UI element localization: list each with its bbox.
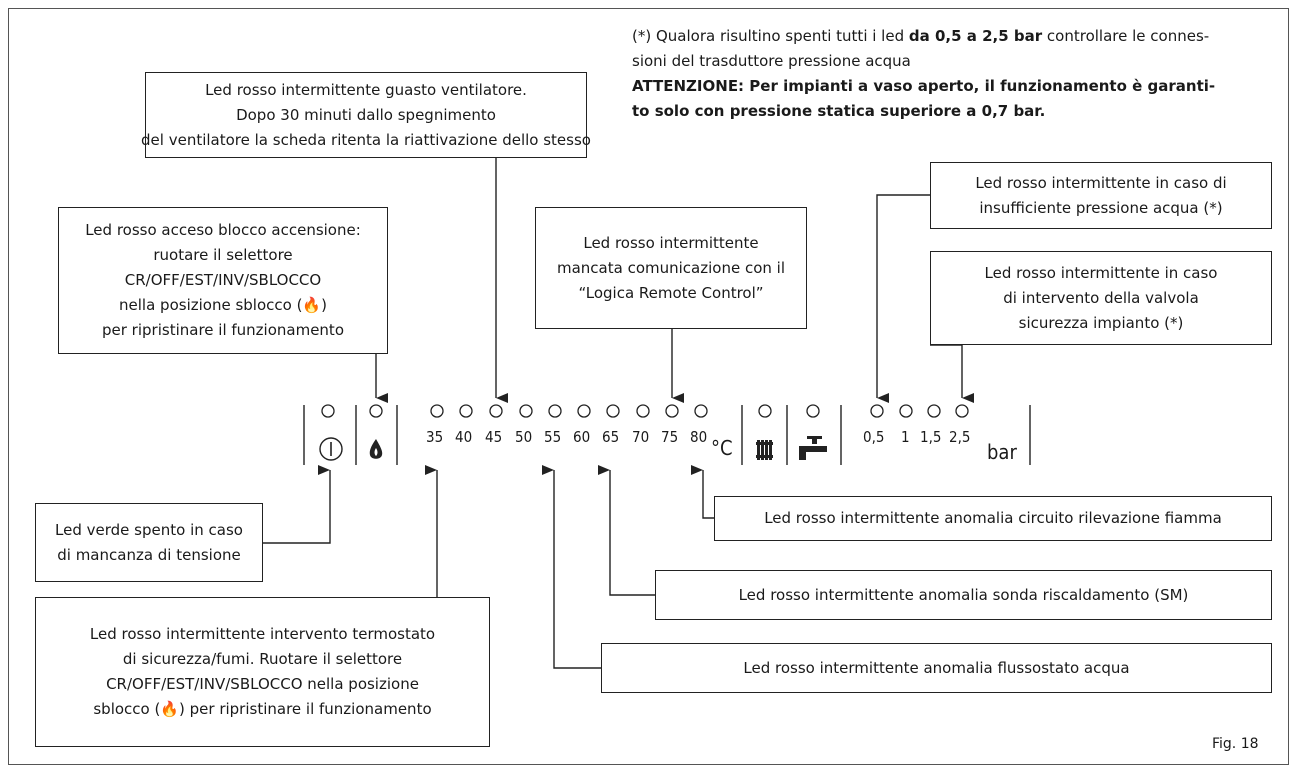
arrow-flame — [691, 465, 714, 519]
led-70 — [636, 404, 650, 418]
temp-label: 45 — [485, 428, 503, 446]
callout-low-pressure: Led rosso intermittente in caso di insuf… — [930, 162, 1272, 229]
callout-text: Led rosso intermittente in caso di — [975, 173, 1227, 192]
callout-heating-probe: Led rosso intermittente anomalia sonda r… — [655, 570, 1272, 620]
callout-text: del ventilatore la scheda ritenta la ria… — [141, 130, 591, 149]
callout-fan-fault: Led rosso intermittente guasto ventilato… — [141, 72, 591, 158]
arrow-power — [263, 465, 331, 544]
note-line-1: (*) Qualora risultino spenti tutti i led… — [632, 27, 1210, 45]
temp-label: 70 — [632, 428, 650, 446]
pressure-label: 1 — [901, 428, 910, 446]
callout-text: Led rosso intermittente intervento termo… — [89, 625, 436, 643]
pressure-label: 0,5 — [863, 428, 885, 446]
callout-text: CR/OFF/EST/INV/SBLOCCO nella posizione — [106, 675, 419, 693]
led-bar-1-5 — [927, 404, 941, 418]
temp-label: 50 — [515, 428, 533, 446]
callout-text: Led rosso acceso blocco accensione: — [85, 221, 361, 239]
temp-label: 80 — [690, 428, 708, 446]
arrow-flow — [542, 465, 601, 669]
callout-text: ruotare il selettore — [153, 246, 293, 264]
callout-safety-valve: Led rosso intermittente in caso di inter… — [930, 251, 1272, 345]
warning-line-1: ATTENZIONE: Per impianti a vaso aperto, … — [632, 77, 1216, 95]
led-45 — [489, 404, 503, 418]
pressure-label: 1,5 — [920, 428, 942, 446]
callout-text: “Logica Remote Control” — [578, 283, 764, 302]
callout-remote-control: Led rosso intermittente mancata comunica… — [535, 207, 807, 329]
led-heating — [758, 404, 772, 418]
led-60 — [577, 404, 591, 418]
arrow-probe — [598, 465, 655, 596]
temp-label: 65 — [602, 428, 620, 446]
callout-text: Led verde spento in caso — [55, 520, 243, 539]
power-icon — [319, 437, 343, 461]
panel-dividers — [303, 405, 1031, 465]
figure-label: Fig. 18 — [1212, 736, 1259, 752]
callout-text: CR/OFF/EST/INV/SBLOCCO — [124, 271, 322, 289]
callout-thermostat: Led rosso intermittente intervento termo… — [35, 597, 490, 747]
callout-text: di mancanza di tensione — [57, 545, 241, 564]
callout-text: Dopo 30 minuti dallo spegnimento — [236, 105, 496, 124]
arrow-valve — [930, 344, 974, 403]
radiator-icon — [756, 440, 773, 460]
led-flame — [369, 404, 383, 418]
led-35 — [430, 404, 444, 418]
callout-text: di sicurezza/fumi. Ruotare il selettore — [122, 650, 403, 668]
callout-text: per ripristinare il funzionamento — [102, 321, 344, 339]
led-group — [321, 404, 969, 418]
callout-text: Led rosso intermittente anomalia circuit… — [764, 509, 1222, 527]
flame-icon — [369, 439, 383, 459]
callout-text: di intervento della valvola — [1003, 288, 1199, 307]
callout-ignition-lockout: Led rosso acceso blocco accensione: ruot… — [58, 207, 388, 354]
pressure-unit-label: bar — [987, 440, 1017, 464]
callout-flame-circuit: Led rosso intermittente anomalia circuit… — [714, 496, 1272, 541]
led-bar-1 — [899, 404, 913, 418]
callout-text: sblocco (🔥) per ripristinare il funziona… — [93, 700, 432, 718]
callout-text: nella posizione sblocco (🔥) — [119, 296, 327, 314]
faucet-icon — [799, 436, 827, 460]
led-65 — [606, 404, 620, 418]
led-bar-0-5 — [870, 404, 884, 418]
arrow-pressure — [876, 194, 930, 403]
led-50 — [519, 404, 533, 418]
callout-text: Led rosso intermittente anomalia flussos… — [743, 658, 1130, 677]
callout-text: Led rosso intermittente guasto ventilato… — [205, 80, 527, 99]
callout-text: Led rosso intermittente — [583, 233, 759, 252]
pressure-label: 2,5 — [949, 428, 971, 446]
note-block: (*) Qualora risultino spenti tutti i led… — [632, 24, 1272, 124]
led-75 — [665, 404, 679, 418]
led-80 — [694, 404, 708, 418]
callout-text: sicurezza impianto (*) — [1018, 313, 1184, 332]
note-line-2: sioni del trasduttore pressione acqua — [632, 52, 911, 70]
temp-label: 40 — [455, 428, 473, 446]
led-bar-2-5 — [955, 404, 969, 418]
callout-text: mancata comunicazione con il — [556, 258, 785, 277]
temp-label: 60 — [573, 428, 591, 446]
callout-text: insufficiente pressione acqua (*) — [979, 198, 1223, 217]
temp-label: 35 — [426, 428, 444, 446]
led-dhw — [806, 404, 820, 418]
figure-frame — [8, 8, 1289, 765]
temp-label: 75 — [661, 428, 679, 446]
callout-power-off: Led verde spento in caso di mancanza di … — [35, 503, 263, 582]
callout-text: Led rosso intermittente anomalia sonda r… — [738, 585, 1189, 604]
temp-unit-label: °C — [711, 436, 733, 460]
warning-line-2: to solo con pressione statica superiore … — [632, 102, 1046, 120]
callout-text: Led rosso intermittente in caso — [984, 263, 1218, 282]
temp-label: 55 — [544, 428, 562, 446]
led-40 — [459, 404, 473, 418]
led-55 — [548, 404, 562, 418]
callout-flow-switch: Led rosso intermittente anomalia flussos… — [601, 643, 1272, 693]
led-power — [321, 404, 335, 418]
